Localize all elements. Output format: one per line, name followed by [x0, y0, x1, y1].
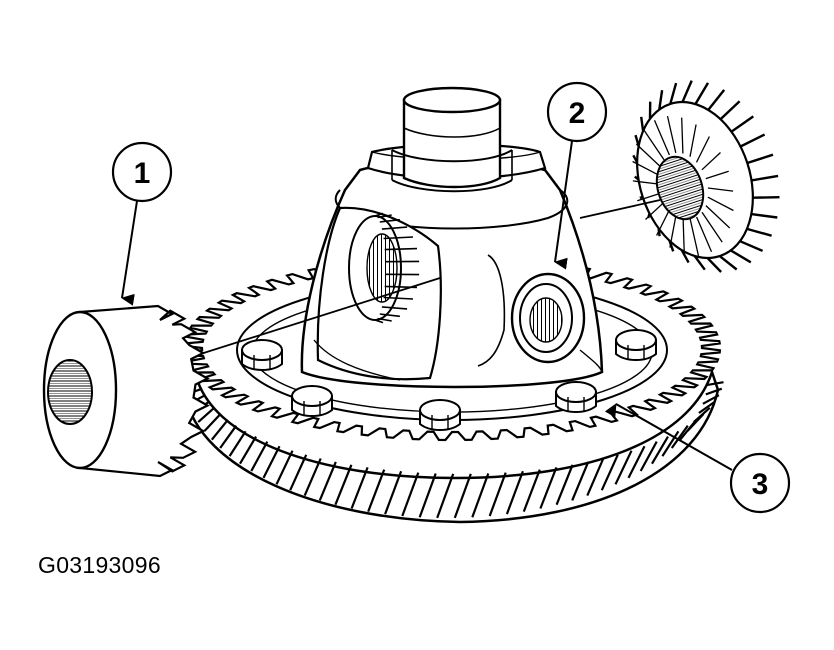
- side-bore-thrust-washer: [510, 272, 586, 364]
- helical-tooth: [702, 394, 720, 405]
- helical-tooth: [453, 473, 472, 519]
- callout-2: 2: [546, 81, 608, 270]
- bolt-head: [615, 329, 657, 361]
- helical-tooth: [384, 470, 403, 515]
- callout-2-label: 2: [569, 97, 586, 130]
- helical-tooth: [488, 472, 507, 517]
- helical-tooth: [219, 425, 238, 449]
- helical-tooth: [522, 469, 541, 512]
- pinion-gear-splines: [47, 359, 93, 425]
- callout-3-circle: [729, 452, 791, 514]
- bolt-head: [555, 381, 597, 413]
- helical-tooth: [539, 467, 558, 509]
- callout-1-label: 1: [134, 157, 151, 190]
- bolt-head: [241, 339, 283, 371]
- helical-tooth: [401, 472, 420, 517]
- helical-tooth: [627, 445, 646, 479]
- helical-tooth: [600, 454, 619, 491]
- helical-tooth: [367, 469, 386, 512]
- helical-tooth: [250, 441, 269, 472]
- helical-tooth: [505, 470, 524, 515]
- figure-id: G03193096: [38, 552, 161, 578]
- side-gear: [579, 80, 780, 273]
- helical-tooth: [303, 458, 322, 497]
- callout-2-leader: [554, 140, 573, 270]
- helical-tooth: [586, 458, 605, 497]
- helical-tooth: [197, 406, 215, 423]
- helical-tooth: [661, 430, 680, 457]
- helical-tooth: [705, 387, 723, 396]
- helical-tooth: [436, 473, 455, 519]
- helical-tooth: [693, 406, 711, 423]
- helical-tooth: [651, 436, 669, 465]
- side-gear-axis-line: [579, 199, 661, 219]
- bolt-head: [419, 399, 461, 431]
- helical-tooth: [614, 450, 633, 485]
- callout-3-label: 3: [752, 468, 769, 501]
- callout-1-circle: [111, 141, 173, 203]
- helical-tooth: [262, 445, 281, 479]
- helical-tooth: [239, 436, 257, 465]
- differential-case: [149, 86, 604, 389]
- ring-gear-bolts: [241, 329, 657, 431]
- helical-tooth: [334, 464, 353, 506]
- callout-2-circle: [546, 81, 608, 143]
- pinion-gear: [42, 304, 210, 478]
- helical-tooth: [707, 381, 724, 386]
- pinion-gear-outline: [78, 304, 210, 478]
- helical-tooth: [698, 400, 716, 414]
- helical-tooth: [571, 461, 590, 501]
- bolt-head: [291, 385, 333, 417]
- helical-tooth: [203, 413, 222, 432]
- callout-3: 3: [604, 403, 791, 514]
- callout-1: 1: [111, 141, 173, 306]
- callout-1-leader: [121, 200, 138, 306]
- helical-tooth: [670, 425, 689, 449]
- helical-tooth: [318, 461, 337, 501]
- helical-tooth: [418, 473, 437, 518]
- helical-tooth: [289, 454, 308, 491]
- helical-tooth: [471, 473, 490, 518]
- helical-tooth: [228, 430, 247, 457]
- helical-tooth: [275, 450, 294, 485]
- helical-tooth: [350, 467, 369, 509]
- callout-3-leader: [604, 403, 733, 471]
- helical-tooth: [555, 464, 574, 506]
- helical-tooth: [210, 419, 229, 441]
- bearing-journal: [402, 98, 502, 189]
- helical-tooth: [639, 441, 658, 472]
